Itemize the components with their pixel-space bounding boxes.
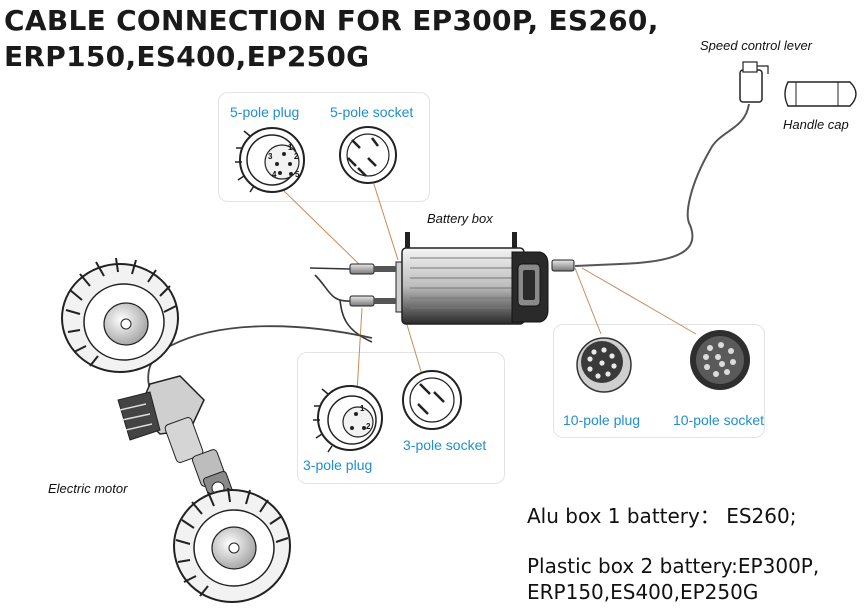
label-10-pole-socket: 10-pole socket [673,412,765,428]
panel-3-pole [297,352,505,484]
3-pole-socket-icon [402,370,462,430]
pin-label-5p-2: 2 [294,152,299,161]
10-pole-plug-icon [576,337,632,393]
speed-control-lever-icon [739,61,769,103]
note-plastic-box-line-1: Plastic box 2 battery:EP300P, [527,554,820,578]
3-pole-plug-icon [313,385,383,453]
label-10-pole-plug: 10-pole plug [563,412,641,428]
label-battery-box: Battery box [427,211,493,226]
left-wires [309,267,373,343]
label-speed-control-lever: Speed control lever [700,38,813,53]
throttle-cable [574,103,750,267]
label-5-pole-socket: 5-pole socket [330,104,414,120]
pin-label-5p-1: 1 [288,143,293,152]
label-5-pole-plug: 5-pole plug [230,104,300,120]
label-electric-motor: Electric motor [48,481,128,496]
leader-lines [282,177,697,393]
note-alu-box: Alu box 1 battery： ES260; [527,504,797,528]
pin-label-5p-5: 5 [295,170,300,179]
label-3-pole-socket: 3-pole socket [403,437,487,453]
pin-label-5p-3: 3 [268,152,273,161]
handle-cap-icon [784,81,857,107]
electric-motor-icon [117,375,234,502]
10-pole-socket-icon [690,330,750,390]
label-handle-cap: Handle cap [783,117,849,132]
pin-label-3p-1: 1 [360,404,365,413]
label-3-pole-plug: 3-pole plug [303,457,373,473]
lower-wheel-icon [173,487,291,603]
motor-cable [147,325,373,391]
upper-wheel-icon [61,257,179,373]
battery-box-icon [395,232,549,325]
pin-label-5p-4: 4 [272,170,277,179]
5-pole-socket-icon [339,126,397,184]
note-plastic-box-line-2: ERP150,ES400,EP250G [527,580,759,604]
diagram-title-line-2: ERP150,ES400,EP250G [4,40,370,73]
diagram-title-line-1: CABLE CONNECTION FOR EP300P, ES260, [4,4,659,37]
pin-label-3p-2: 2 [366,422,371,431]
5-pole-plug-icon [235,127,305,193]
box-connectors [349,259,575,307]
